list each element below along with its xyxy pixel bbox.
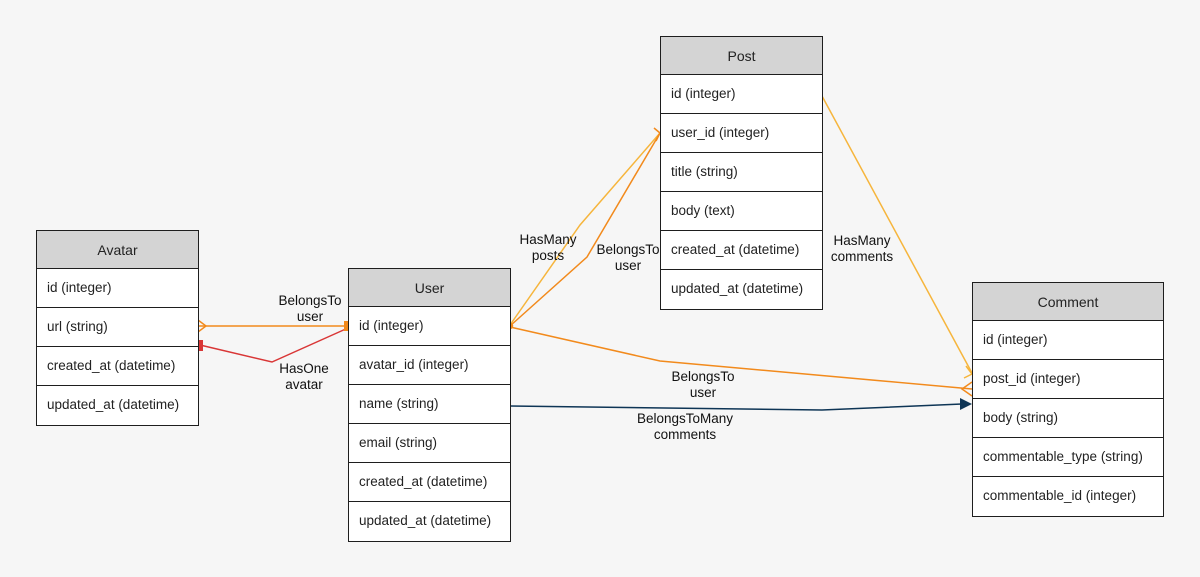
field-row[interactable]: created_at (datetime) bbox=[661, 231, 822, 270]
field-row[interactable]: id (integer) bbox=[661, 75, 822, 114]
entity-title: Post bbox=[661, 37, 822, 75]
crows-foot-icon bbox=[963, 365, 974, 379]
relation-label-user-belongs-to-many-comments: BelongsToMany comments bbox=[636, 411, 734, 442]
arrowhead-icon bbox=[960, 398, 972, 410]
relation-label-user-belongs-to-avatar: BelongsTo user bbox=[278, 293, 342, 324]
field-row[interactable]: commentable_id (integer) bbox=[983, 488, 1137, 503]
entity-avatar[interactable]: Avatar id (integer) url (string) created… bbox=[36, 230, 199, 426]
field-row[interactable]: updated_at (datetime) bbox=[671, 281, 804, 296]
relation-label-user-has-many-posts: HasMany posts bbox=[519, 232, 577, 263]
entity-title: Comment bbox=[973, 283, 1163, 321]
entity-post[interactable]: Post id (integer) user_id (integer) titl… bbox=[660, 36, 823, 310]
entity-user[interactable]: User id (integer) avatar_id (integer) na… bbox=[348, 268, 511, 542]
relation-label-post-has-many-comments: HasMany comments bbox=[830, 233, 894, 264]
field-row[interactable]: id (integer) bbox=[37, 269, 198, 308]
relation-label-comment-belongs-to-user: BelongsTo user bbox=[671, 369, 735, 400]
field-row[interactable]: id (integer) bbox=[349, 307, 510, 346]
relation-user-has-many-posts[interactable] bbox=[509, 132, 661, 326]
entity-comment[interactable]: Comment id (integer) post_id (integer) b… bbox=[972, 282, 1164, 517]
field-row[interactable]: created_at (datetime) bbox=[349, 463, 510, 502]
field-row[interactable]: title (string) bbox=[661, 153, 822, 192]
field-row[interactable]: name (string) bbox=[349, 385, 510, 424]
field-row[interactable]: created_at (datetime) bbox=[37, 347, 198, 386]
crows-foot-icon bbox=[197, 319, 208, 333]
relation-post-has-many-comments[interactable] bbox=[821, 95, 973, 374]
entity-title: Avatar bbox=[37, 231, 198, 269]
relation-comment-belongs-to-user[interactable] bbox=[509, 326, 973, 390]
field-row[interactable]: email (string) bbox=[349, 424, 510, 463]
field-row[interactable]: user_id (integer) bbox=[661, 114, 822, 153]
field-row[interactable]: post_id (integer) bbox=[973, 360, 1163, 399]
field-row[interactable]: url (string) bbox=[37, 308, 198, 347]
relation-user-belongs-to-many-comments[interactable] bbox=[509, 403, 963, 411]
field-row[interactable]: body (string) bbox=[973, 399, 1163, 438]
end-marker-icon bbox=[344, 321, 348, 331]
relation-label-post-belongs-to-user: BelongsTo user bbox=[596, 242, 660, 273]
end-marker-icon bbox=[199, 340, 203, 351]
field-row[interactable]: body (text) bbox=[661, 192, 822, 231]
field-row[interactable]: id (integer) bbox=[973, 321, 1163, 360]
field-row[interactable]: updated_at (datetime) bbox=[359, 513, 492, 528]
field-row[interactable]: commentable_type (string) bbox=[973, 438, 1163, 477]
field-row[interactable]: updated_at (datetime) bbox=[47, 397, 180, 412]
relation-label-avatar-has-one: HasOne avatar bbox=[279, 361, 329, 392]
relation-post-belongs-to-user[interactable] bbox=[509, 132, 661, 327]
crows-foot-icon bbox=[960, 381, 973, 397]
entity-title: User bbox=[349, 269, 510, 307]
relation-avatar-has-one[interactable] bbox=[199, 327, 349, 363]
field-row[interactable]: avatar_id (integer) bbox=[349, 346, 510, 385]
